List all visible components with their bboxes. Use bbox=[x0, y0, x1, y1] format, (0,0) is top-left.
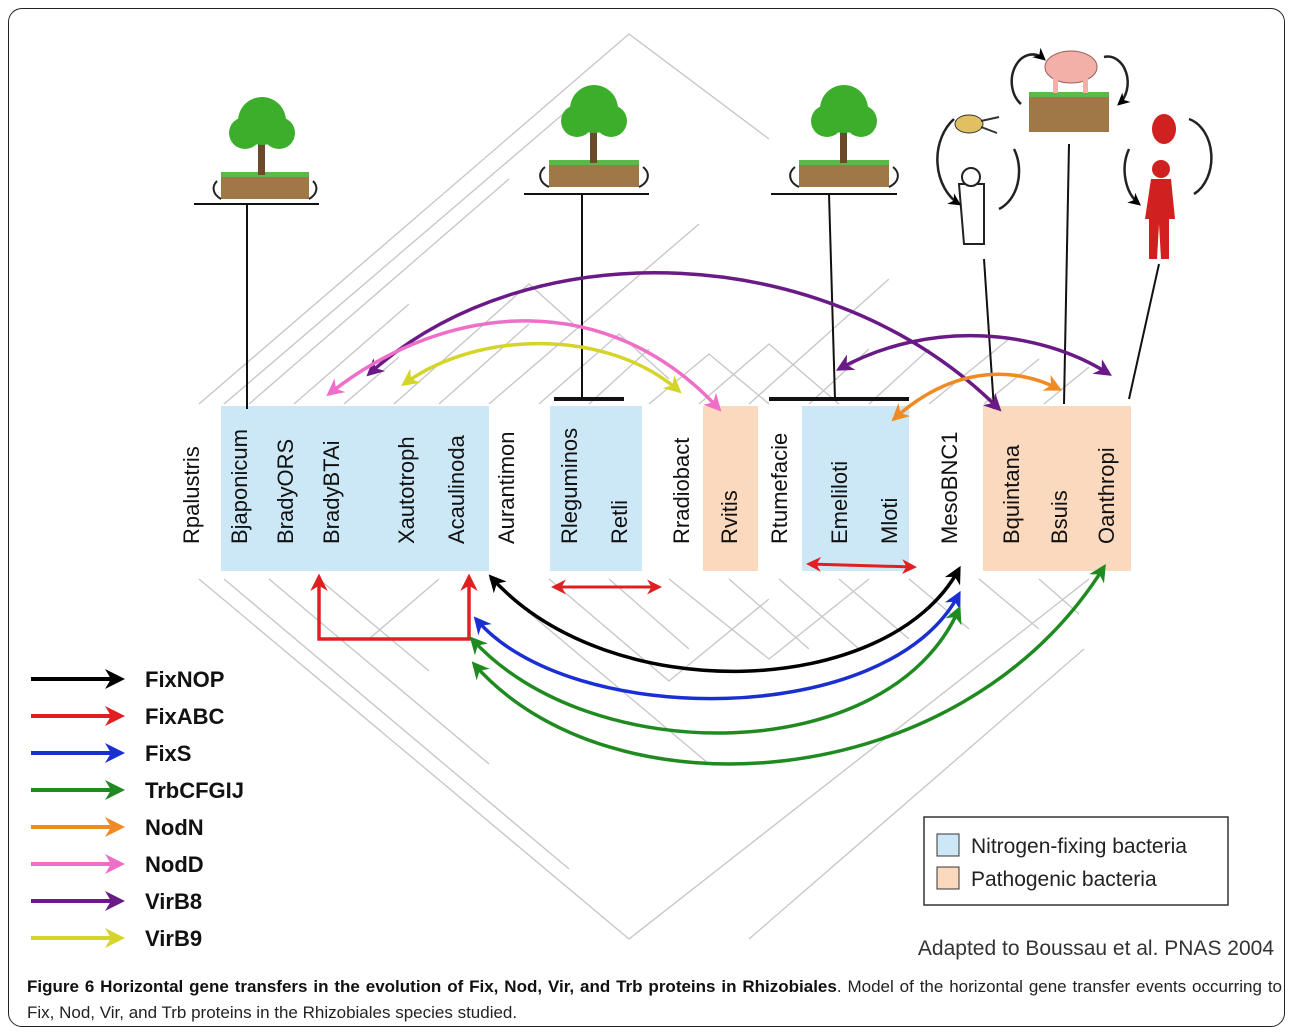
legend-entry: VirB9 bbox=[31, 926, 202, 951]
caption-body: . Model of the horizontal gene transfer … bbox=[27, 977, 1282, 1022]
key-swatch-nitrogen bbox=[936, 833, 960, 857]
color-key: Nitrogen-fixing bacteria Pathogenic bact… bbox=[923, 816, 1229, 906]
caption-title: Figure 6 Horizontal gene transfers in th… bbox=[27, 977, 837, 996]
key-swatch-pathogenic bbox=[936, 866, 960, 890]
species-label: Aurantimon bbox=[494, 431, 519, 544]
trb-arrow-2 bbox=[471, 564, 1106, 766]
fixs-arrow bbox=[473, 590, 961, 701]
legend-label: FixABC bbox=[145, 704, 225, 729]
legend-label: NodN bbox=[145, 815, 204, 840]
plant-host-1 bbox=[212, 97, 318, 200]
legend-entry: NodD bbox=[31, 852, 204, 877]
nodd-arrow bbox=[326, 319, 722, 412]
legend-label: FixNOP bbox=[145, 667, 224, 692]
figure-caption: Figure 6 Horizontal gene transfers in th… bbox=[27, 974, 1282, 1026]
legend-entry: TrbCFGIJ bbox=[31, 778, 244, 803]
species-label: Emeliloti bbox=[827, 461, 852, 544]
species-label: Bjaponicum bbox=[227, 429, 252, 544]
gene-legend: FixNOP FixABC FixS TrbCFGIJ NodN NodD VirB8Vir… bbox=[31, 667, 244, 951]
legend-entry: VirB8 bbox=[31, 889, 202, 914]
virb8-arrow-2 bbox=[835, 333, 1112, 376]
legend-label: VirB8 bbox=[145, 889, 202, 914]
nitrogen-fixing-box bbox=[550, 406, 642, 571]
nitrogen-fixing-box bbox=[802, 406, 909, 571]
nitrogen-fixing-box bbox=[221, 406, 489, 571]
legend-entry: FixNOP bbox=[31, 667, 224, 692]
transfer-arrows bbox=[310, 271, 1112, 766]
legend-label: FixS bbox=[145, 741, 191, 766]
species-label: Rradiobact bbox=[669, 438, 694, 544]
legend-label: NodD bbox=[145, 852, 204, 877]
fixabc-arrow-lower bbox=[310, 573, 478, 641]
species-label: Retli bbox=[607, 500, 632, 544]
species-label: Acaulinoda bbox=[444, 434, 469, 544]
species-label: Bsuis bbox=[1047, 490, 1072, 544]
hgt-diagram: Rpalustris Bjaponicum BradyORS BradyBTAi Xau… bbox=[31, 33, 1274, 960]
species-label: Mloti bbox=[877, 498, 902, 544]
group-boxes bbox=[221, 406, 1131, 571]
tick-human-cycle bbox=[1123, 114, 1213, 259]
species-label: Rleguminos bbox=[557, 428, 582, 544]
plant-host-2 bbox=[539, 85, 649, 188]
legend-label: VirB9 bbox=[145, 926, 202, 951]
pig-soil-cycle bbox=[1010, 47, 1131, 132]
species-labels: Rpalustris Bjaponicum BradyORS BradyBTAi Xau… bbox=[179, 428, 1119, 544]
legend-entry: FixABC bbox=[31, 704, 225, 729]
credit-line: Adapted to Boussau et al. PNAS 2004 bbox=[918, 937, 1274, 960]
species-label: Oanthropi bbox=[1094, 447, 1119, 544]
species-label: Bquintana bbox=[999, 444, 1024, 544]
species-label: Xautotroph bbox=[394, 436, 419, 544]
legend-entry: NodN bbox=[31, 815, 204, 840]
key-label-pathogenic: Pathogenic bacteria bbox=[971, 868, 1157, 891]
pathogenic-box bbox=[983, 406, 1131, 571]
key-label-nitrogen: Nitrogen-fixing bacteria bbox=[971, 835, 1187, 858]
species-label: BradyBTAi bbox=[319, 440, 344, 544]
fixnop-arrow bbox=[488, 565, 961, 674]
species-label: Rvitis bbox=[717, 490, 742, 544]
legend-entry: FixS bbox=[31, 741, 191, 766]
nodn-arrow bbox=[891, 372, 1063, 422]
virb8-arrow bbox=[366, 271, 1002, 412]
species-label: Rpalustris bbox=[179, 446, 204, 544]
plant-host-3 bbox=[789, 85, 899, 188]
species-label: MesoBNC1 bbox=[937, 432, 962, 544]
flea-cat-cycle bbox=[936, 114, 1021, 245]
legend-label: TrbCFGIJ bbox=[145, 778, 244, 803]
species-label: BradyORS bbox=[273, 439, 298, 544]
species-label: Rtumefacie bbox=[767, 433, 792, 544]
pathogenic-box bbox=[703, 406, 758, 571]
virb9-arrow bbox=[401, 341, 682, 394]
figure-frame: Rpalustris Bjaponicum BradyORS BradyBTAi Xau… bbox=[8, 8, 1285, 1027]
